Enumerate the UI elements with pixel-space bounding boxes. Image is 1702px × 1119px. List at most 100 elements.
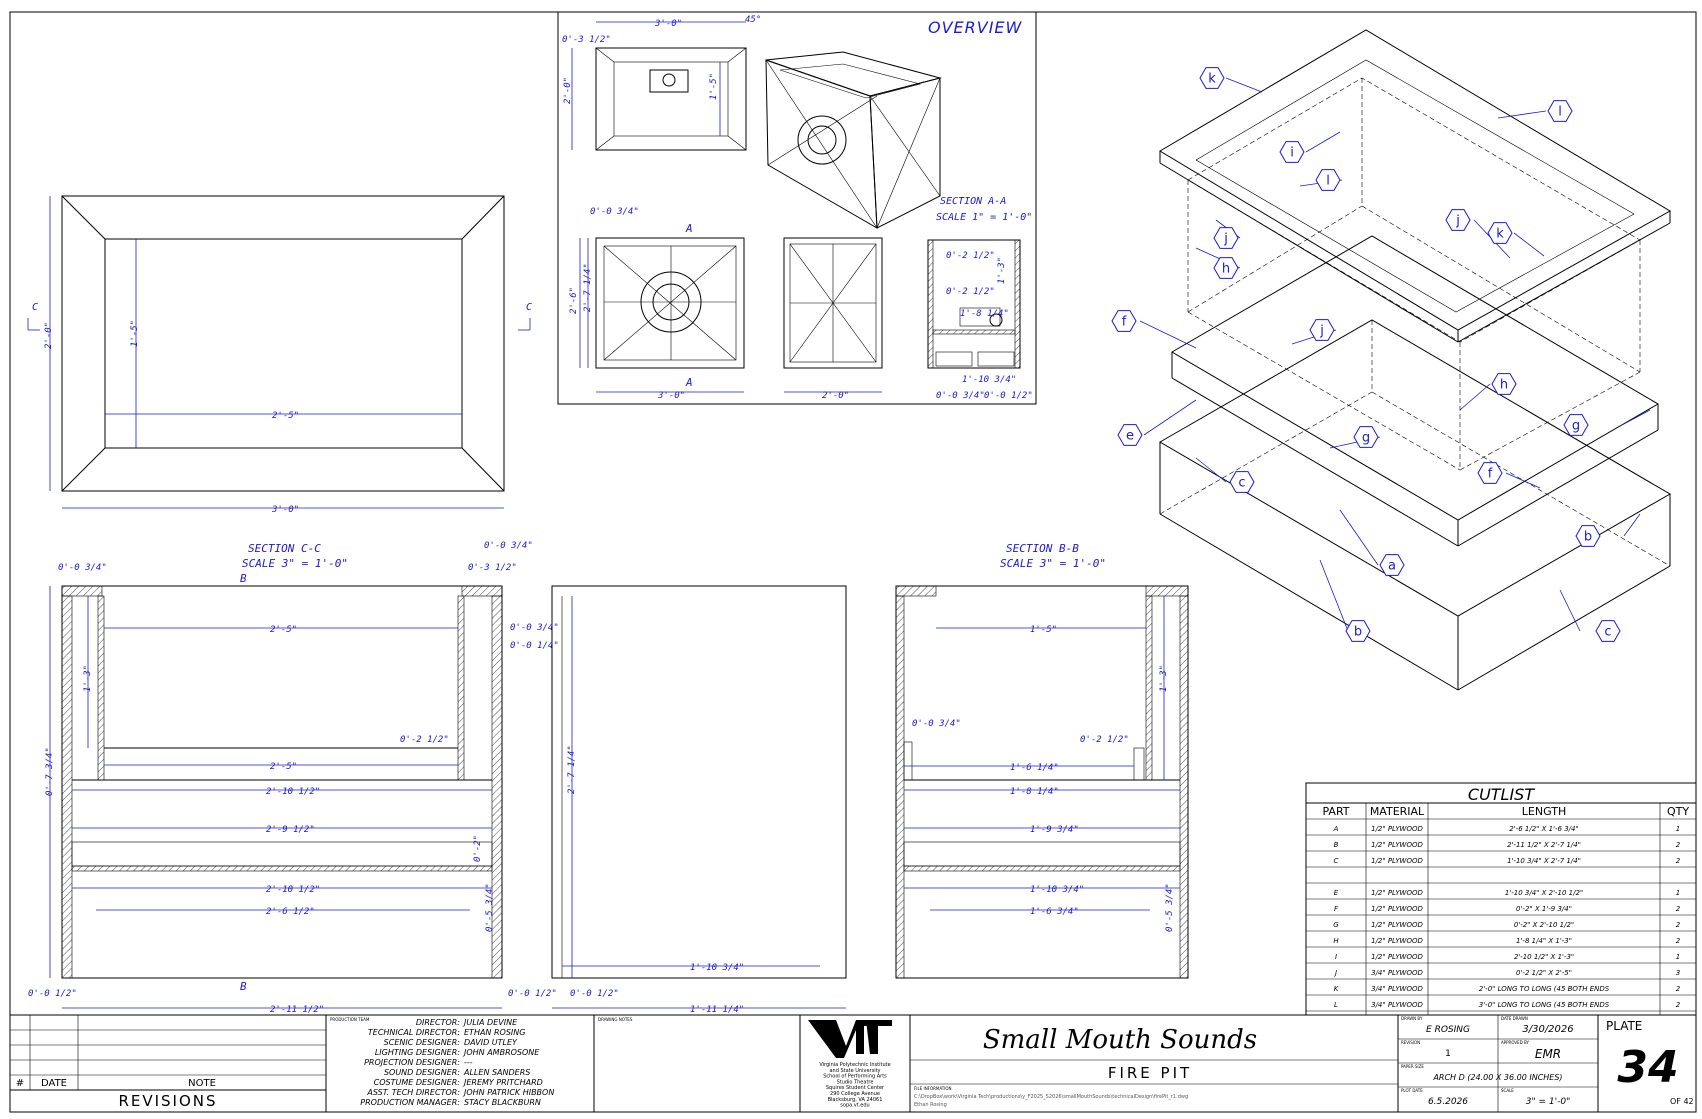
cutlist-cell: 3'-0" LONG TO LONG (45 BOTH ENDS [1479,1001,1610,1009]
sb-w4: 1'-10 3/4" [1030,885,1084,895]
staff-name: ALLEN SANDERS [463,1068,530,1077]
staff-role: COSTUME DESIGNER: [374,1078,461,1087]
sc-top-left: 0'-0 3/4" [58,563,107,573]
svg-text:e: e [1126,429,1134,444]
cutlist-cell: 0'-2" X 2'-10 1/2" [1514,921,1574,929]
dim-top-angle: 45° [745,15,761,25]
cutlist-cell: 1'-8 1/4" X 1'-3" [1516,937,1572,945]
section-c-cut-top: B [240,572,247,585]
svg-text:k: k [1496,227,1504,242]
scale-value: 3" = 1'-0" [1526,1097,1570,1107]
svg-text:h: h [1500,378,1508,393]
cutlist-cell: 1/2" PLYWOOD [1371,841,1423,849]
sb-inner-w: 1'-5" [1030,625,1057,635]
cutlist-header: LENGTH [1522,805,1566,818]
cutlist-cell: 2'-10 1/2" X 1'-3" [1514,953,1574,961]
svg-text:k: k [1208,72,1216,87]
se-right2: 0'-0 1/4" [510,641,559,651]
plan-cut-c-left: C [32,302,38,313]
staff-name: JOHN AMBROSONE [462,1048,540,1057]
sb-off: 0'-0 3/4" [912,719,961,729]
svg-text:f: f [1122,315,1127,330]
svg-text:g: g [1572,419,1580,434]
dim-front-height: 2'-6" [569,287,579,314]
revision-label: REVISION [1401,1040,1420,1045]
cutlist-cell: 3/4" PLYWOOD [1371,985,1423,993]
cutlist-cell: 1/2" PLYWOOD [1371,857,1423,865]
iso-part-label: b [1575,525,1601,547]
sb-inner-h: 1'-3" [1159,665,1169,692]
dim-top-depth: 2'-0" [563,77,573,104]
plate-label: PLATE [1606,1019,1642,1033]
title-block: # DATE NOTE REVISIONS PRODUCTION TEAM DI… [10,1014,1696,1112]
school-line: Virginia Polytechnic Institute [819,1062,890,1068]
school-line: and State University [829,1068,880,1074]
section-c-title: SECTION C-C [248,542,321,555]
sc-lower-inner: 2'-6 1/2" [266,907,315,917]
iso-part-label: c [1229,471,1255,493]
se-overall: 1'-11 1/4" [690,1005,744,1015]
school-line: sopa.vt.edu [840,1103,869,1109]
sb-w3: 1'-9 3/4" [1030,825,1079,835]
plan-inner-width: 2'-5" [272,411,299,421]
section-c-cut-bottom: B [240,980,247,993]
svg-text:b: b [1354,625,1362,640]
vt-logo [808,1020,892,1058]
sb-h2: 0'-5 3/4" [1165,883,1175,932]
sc-inner-h: 1'-3" [83,665,93,692]
overview-iso [765,51,942,229]
svg-text:a: a [1388,559,1396,574]
sb-w1: 1'-6 1/4" [1010,763,1059,773]
revision-number: 1 [1445,1049,1451,1059]
cutlist-cell: 1'-10 3/4" X 2'-7 1/4" [1507,857,1581,865]
sc-bottom-right: 0'-0 1/2" [508,989,557,999]
scale-label: SCALE [1501,1088,1514,1093]
cutlist-title: CUTLIST [1468,785,1535,804]
cutlist-cell: 1/2" PLYWOOD [1371,921,1423,929]
cutlist-cell: I [1335,953,1337,961]
revisions-block: # DATE NOTE REVISIONS [10,1015,326,1110]
cut-a-top: A [685,222,693,235]
dim-top-offset: 0'-3 1/2" [562,35,611,45]
section-a-scale: SCALE 1" = 1'-0" [936,212,1032,223]
cutlist-cell: C [1334,857,1339,865]
staff-role: ASST. TECH DIRECTOR: [366,1088,460,1097]
cutlist-cell: 1/2" PLYWOOD [1371,905,1423,913]
cutlist-cell: 3/4" PLYWOOD [1371,969,1423,977]
dim-sec-a-4: 1'-8 1/4" [960,309,1009,319]
cutlist-cell: E [1334,889,1339,897]
plan-depth: 2'-0" [44,322,54,349]
staff-role: PRODUCTION MANAGER: [360,1098,460,1107]
sc-total-h: 0'-7 3/4" [45,747,55,796]
overview-panel: OVERVIEW 3'-0" 45° 0'-3 1/2" 2'-0" 1'-5" [557,11,1037,405]
drawn-by: E ROSING [1426,1025,1470,1035]
iso-part-label: a [1379,554,1405,576]
staff-name: STACY BLACKBURN [464,1098,541,1107]
plan-width: 3'-0" [271,505,299,515]
date-label: DATE DRAWN [1501,1016,1528,1021]
cutlist-cell: 1 [1676,889,1680,897]
plan-inner-depth: 1'-5" [130,320,140,347]
dim-sec-a-2: 0'-2 1/2" [946,287,995,297]
sc-lower-h: 0'-5 3/4" [485,883,495,932]
dim-top-inner: 1'-5" [709,73,719,100]
cutlist-cell: K [1334,985,1340,993]
cutlist-header: QTY [1667,805,1689,818]
iso-part-label: c [1595,620,1621,642]
svg-text:h: h [1222,262,1230,277]
approved-by: EMR [1535,1047,1561,1061]
plan-cut-c-right: C [526,302,532,313]
se-width: 1'-10 3/4" [690,963,744,973]
dim-top-width: 3'-0" [654,19,682,29]
plate-number: 34 [1617,1042,1678,1093]
cutlist-cell: 3/4" PLYWOOD [1371,1001,1423,1009]
svg-text:j: j [1455,214,1460,229]
dim-side-width: 2'-0" [822,391,849,401]
cutlist-cell: A [1333,825,1339,833]
show-title: Small Mouth Sounds [983,1025,1257,1055]
school-line: Studio Theatre [837,1079,874,1085]
section-c-view: SECTION C-C SCALE 3" = 1'-0" B 2'-5" 2'-… [28,541,557,1015]
plot-label: PLOT DATE [1401,1088,1423,1093]
iso-part-label: l [1547,100,1573,122]
